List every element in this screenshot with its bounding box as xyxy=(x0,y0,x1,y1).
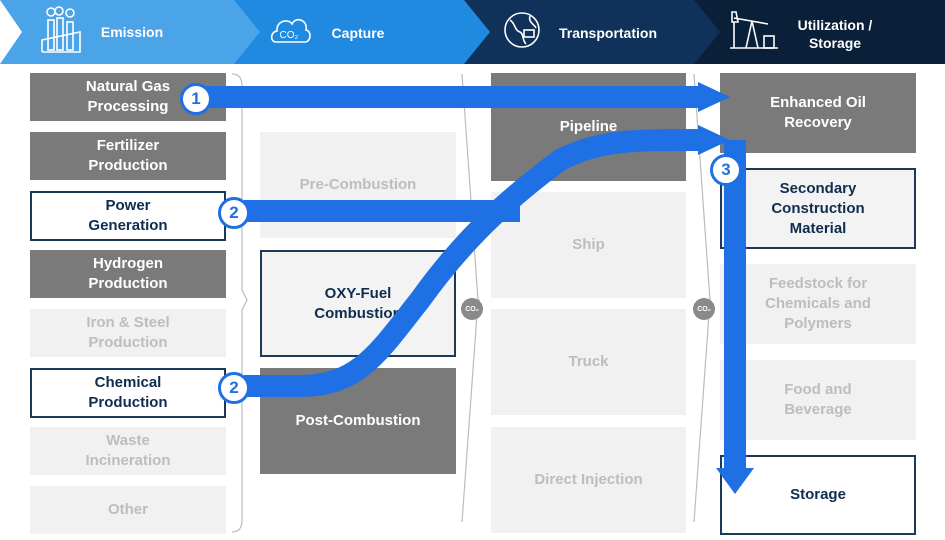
flow-marker-3: 3 xyxy=(710,154,742,186)
capture-post-combustion: Post-Combustion xyxy=(260,368,456,474)
capture-oxy-fuel-combustion: OXY-Fuel Combustion xyxy=(260,250,456,357)
header-stage-transportation: Transportation xyxy=(464,0,722,64)
emission-fertilizer-production: Fertilizer Production xyxy=(30,132,226,180)
util-secondary-construction-material: Secondary Construction Material xyxy=(720,168,916,249)
header-stage-utilization: Utilization / Storage xyxy=(694,0,945,64)
transport-pipeline: Pipeline xyxy=(491,73,686,181)
emission-chemical-production: Chemical Production xyxy=(30,368,226,418)
emission-power-generation: Power Generation xyxy=(30,191,226,241)
oil-pump-icon xyxy=(730,11,778,49)
emission-other: Other xyxy=(30,486,226,534)
co2-cloud-icon: CO₂ xyxy=(270,18,311,43)
stage-label-utilization: Utilization / Storage xyxy=(797,17,873,51)
stage-label-emission: Emission xyxy=(100,24,164,40)
flow-marker-2: 2 xyxy=(218,372,250,404)
stage-chevron xyxy=(0,0,262,64)
stage-chevron xyxy=(464,0,722,64)
co2-badge: CO₂ xyxy=(693,298,715,320)
factory-icon xyxy=(41,6,81,53)
co2-badge: CO₂ xyxy=(461,298,483,320)
transport-ship: Ship xyxy=(491,192,686,298)
util-food-and-beverage: Food and Beverage xyxy=(720,360,916,440)
stage-label-transportation: Transportation xyxy=(558,25,657,41)
header-stage-capture: CO₂ Capture xyxy=(234,0,492,64)
stage-label-capture: Capture xyxy=(331,25,385,41)
header-stage-emission: Emission xyxy=(0,0,262,64)
util-storage: Storage xyxy=(720,455,916,535)
transport-truck: Truck xyxy=(491,309,686,415)
capture-pre-combustion: Pre-Combustion xyxy=(260,132,456,238)
util-feedstock-chemicals-polymers: Feedstock for Chemicals and Polymers xyxy=(720,264,916,344)
emission-hydrogen-production: Hydrogen Production xyxy=(30,250,226,298)
globe-icon xyxy=(504,12,540,48)
util-enhanced-oil-recovery: Enhanced Oil Recovery xyxy=(720,73,916,153)
svg-text:CO₂: CO₂ xyxy=(280,30,299,41)
emission-waste-incineration: Waste Incineration xyxy=(30,427,226,475)
flow-marker-2: 2 xyxy=(218,197,250,229)
transport-direct-injection: Direct Injection xyxy=(491,427,686,533)
flow-marker-1: 1 xyxy=(180,83,212,115)
stage-chevron xyxy=(234,0,492,64)
emission-iron-steel-production: Iron & Steel Production xyxy=(30,309,226,357)
